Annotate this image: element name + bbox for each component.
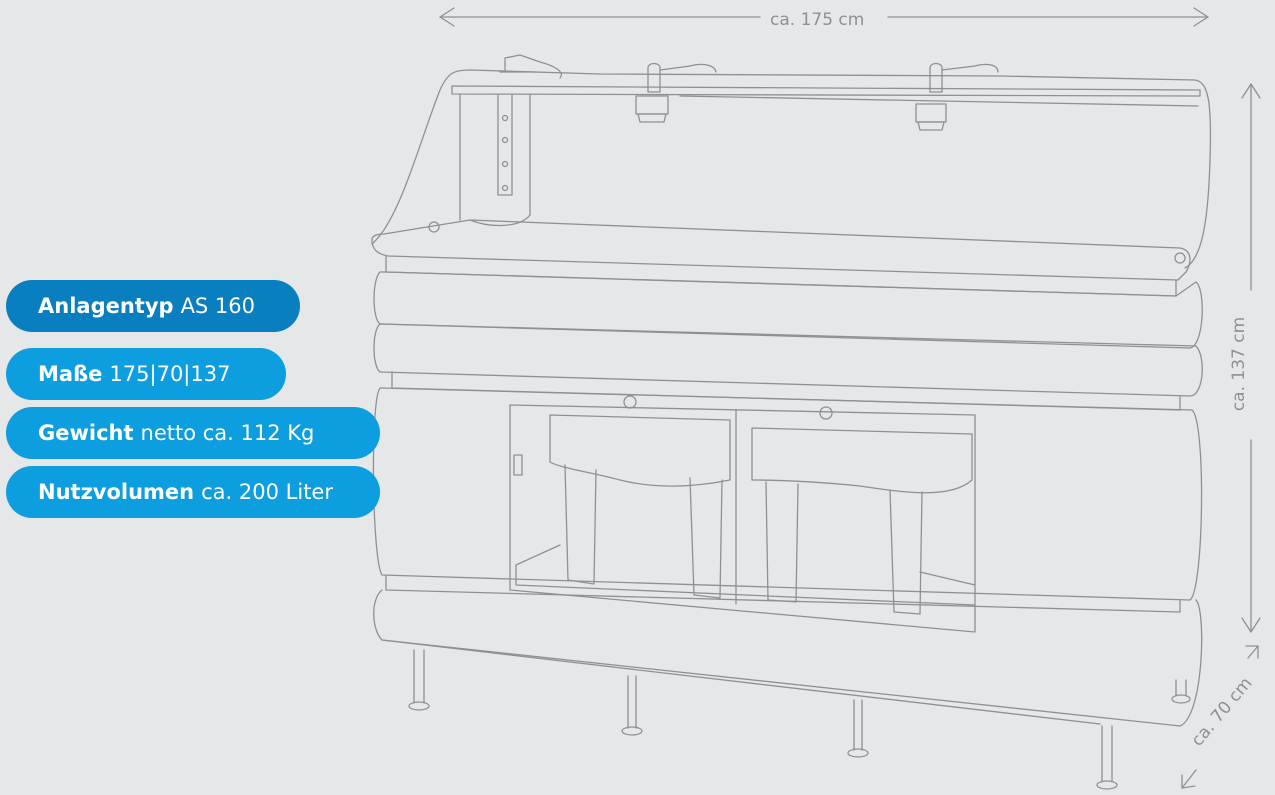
width-dimension-label: ca. 175 cm [770,10,865,30]
body-bands [372,271,1203,727]
spec-value: ca. 200 Liter [201,480,333,504]
spec-label: Nutzvolumen [38,480,195,504]
legs [408,649,1191,790]
spec-value: 175|70|137 [109,362,231,386]
height-dimension-arrow [1241,83,1261,633]
spec-label: Maße [38,362,103,386]
cabinet [509,395,976,633]
spec-label: Anlagentyp [38,294,174,318]
faucets [499,54,999,131]
depth-dimension-arrow [1181,645,1259,789]
back-panel [371,69,1212,269]
spec-label: Gewicht [38,421,134,445]
spec-value: AS 160 [180,294,256,318]
height-dimension-label: ca. 137 cm [1229,316,1249,412]
spec-value: netto ca. 112 Kg [140,421,315,445]
width-dimension-arrow [439,7,1209,27]
